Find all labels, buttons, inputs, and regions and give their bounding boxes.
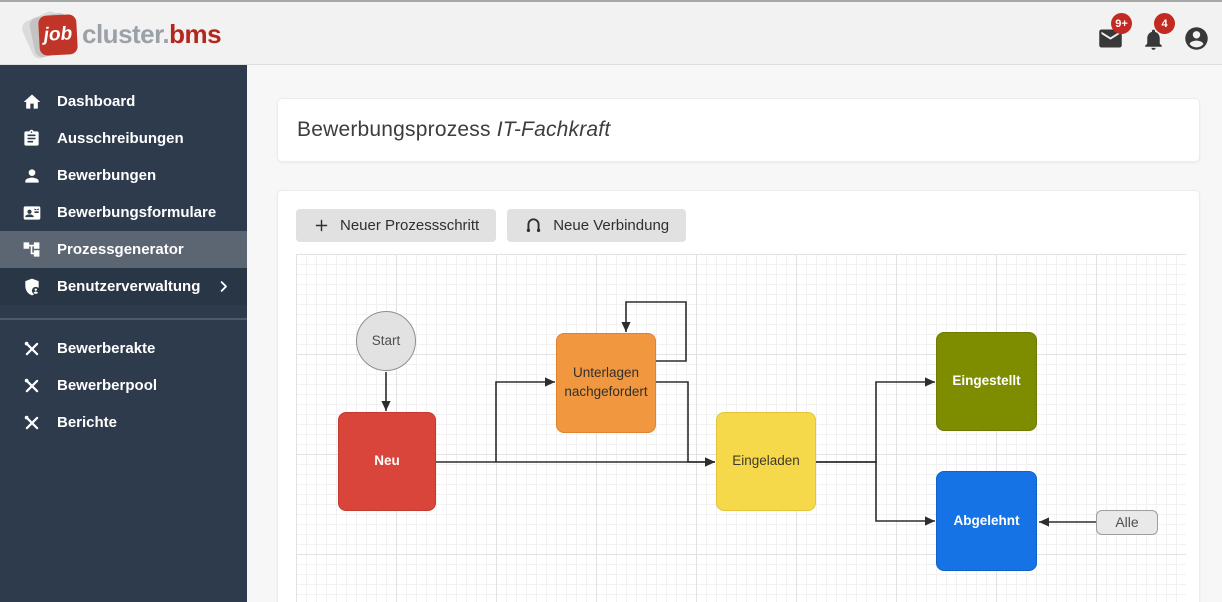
sidebar-item-label: Bewerbungsformulare (57, 204, 217, 221)
contact-card-icon (22, 203, 42, 223)
sidebar-item-label: Prozessgenerator (57, 241, 184, 258)
edge-eingeladen-to-eingestellt (816, 381, 935, 463)
messages-button[interactable]: 9+ (1094, 13, 1132, 52)
home-icon (22, 92, 42, 112)
process-node-eingestellt[interactable]: Eingestellt (936, 332, 1037, 431)
sidebar-item-prozessgenerator[interactable]: Prozessgenerator (0, 231, 247, 268)
header-icons: 9+ 4 (1094, 13, 1212, 52)
chevron-right-icon (216, 279, 231, 294)
new-connection-button[interactable]: Neue Verbindung (507, 209, 687, 242)
arrowhead (621, 322, 631, 332)
new-process-step-label: Neuer Prozessschritt (340, 217, 480, 234)
title-card: Bewerbungsprozess IT-Fachkraft (277, 98, 1200, 162)
app-logo[interactable]: job cluster. bms (19, 8, 222, 61)
edge-eingeladen-to-abgelehnt (816, 461, 935, 522)
edge-neu-to-unterlagen (495, 381, 555, 462)
process-node-abgelehnt[interactable]: Abgelehnt (936, 471, 1037, 571)
sidebar-item-benutzerverwaltung[interactable]: Benutzerverwaltung (0, 268, 247, 305)
sidebar-item-label: Ausschreibungen (57, 130, 184, 147)
sidebar-nav: Dashboard Ausschreibungen Bewerbungen Be… (0, 65, 247, 441)
sidebar-item-label: Berichte (57, 414, 118, 431)
shield-user-icon (22, 277, 42, 297)
page-title-main: Bewerbungsprozess (297, 118, 491, 141)
person-icon (22, 166, 42, 186)
sidebar-item-label: Benutzerverwaltung (57, 278, 201, 295)
tools-icon (22, 339, 42, 359)
sidebar-item-bewerberakte[interactable]: Bewerberakte (0, 330, 247, 367)
app-header: job cluster. bms 9+ 4 (0, 0, 1222, 65)
sidebar: Dashboard Ausschreibungen Bewerbungen Be… (0, 65, 247, 602)
process-node-neu[interactable]: Neu (338, 412, 436, 511)
sidebar-item-ausschreibungen[interactable]: Ausschreibungen (0, 120, 247, 157)
main-content: Bewerbungsprozess IT-Fachkraft Neuer Pro… (247, 65, 1222, 602)
arrowhead (1039, 517, 1049, 527)
flowchart-icon (22, 240, 42, 260)
process-node-unterlagen[interactable]: Unterlagen nachgefordert (556, 333, 656, 433)
notifications-badge: 4 (1154, 13, 1175, 34)
process-node-start[interactable]: Start (356, 311, 416, 371)
page-title-emphasis: IT-Fachkraft (496, 118, 611, 141)
user-circle-icon (1183, 25, 1210, 52)
arrowhead (925, 377, 935, 387)
sidebar-divider (0, 318, 247, 320)
tools-icon (22, 376, 42, 396)
clipboard-icon (22, 129, 42, 149)
flow-toolbar: Neuer Prozessschritt Neue Verbindung (296, 209, 687, 242)
flow-edges (381, 301, 1096, 527)
process-node-alle[interactable]: Alle (1096, 510, 1158, 535)
new-connection-label: Neue Verbindung (553, 217, 670, 234)
process-node-eingeladen[interactable]: Eingeladen (716, 412, 816, 511)
tools-icon (22, 413, 42, 433)
logo-tiles: job (19, 8, 80, 61)
sidebar-item-bewerberpool[interactable]: Bewerberpool (0, 367, 247, 404)
logo-tile-job: job (37, 14, 79, 56)
logo-job-text: job (43, 23, 73, 46)
arrowhead (545, 377, 555, 387)
envelope-icon (1097, 25, 1124, 52)
messages-badge: 9+ (1111, 13, 1132, 34)
edge-unterlagen-to-eingeladen (656, 381, 715, 463)
sidebar-item-dashboard[interactable]: Dashboard (0, 83, 247, 120)
notifications-button[interactable]: 4 (1137, 13, 1175, 52)
account-button[interactable] (1180, 16, 1212, 52)
sidebar-item-bewerbungen[interactable]: Bewerbungen (0, 157, 247, 194)
logo-cluster-text: cluster. (82, 18, 170, 49)
process-editor-card: Neuer Prozessschritt Neue Verbindung Sta… (277, 190, 1200, 602)
arrowhead (925, 516, 935, 526)
edge-unterlagen-to-unterlagen (625, 301, 687, 362)
arrowhead (381, 401, 391, 411)
arrowhead (705, 457, 715, 467)
bell-icon (1141, 27, 1166, 52)
connection-icon (524, 216, 543, 235)
sidebar-item-label: Bewerberakte (57, 340, 156, 357)
sidebar-item-berichte[interactable]: Berichte (0, 404, 247, 441)
new-process-step-button[interactable]: Neuer Prozessschritt (296, 209, 497, 242)
page-title: Bewerbungsprozess IT-Fachkraft (297, 118, 610, 142)
sidebar-item-label: Bewerberpool (57, 377, 158, 394)
plus-icon (313, 217, 330, 234)
sidebar-item-label: Bewerbungen (57, 167, 157, 184)
sidebar-item-label: Dashboard (57, 93, 136, 110)
sidebar-item-bewerbungsformulare[interactable]: Bewerbungsformulare (0, 194, 247, 231)
logo-bms-text: bms (169, 18, 222, 49)
